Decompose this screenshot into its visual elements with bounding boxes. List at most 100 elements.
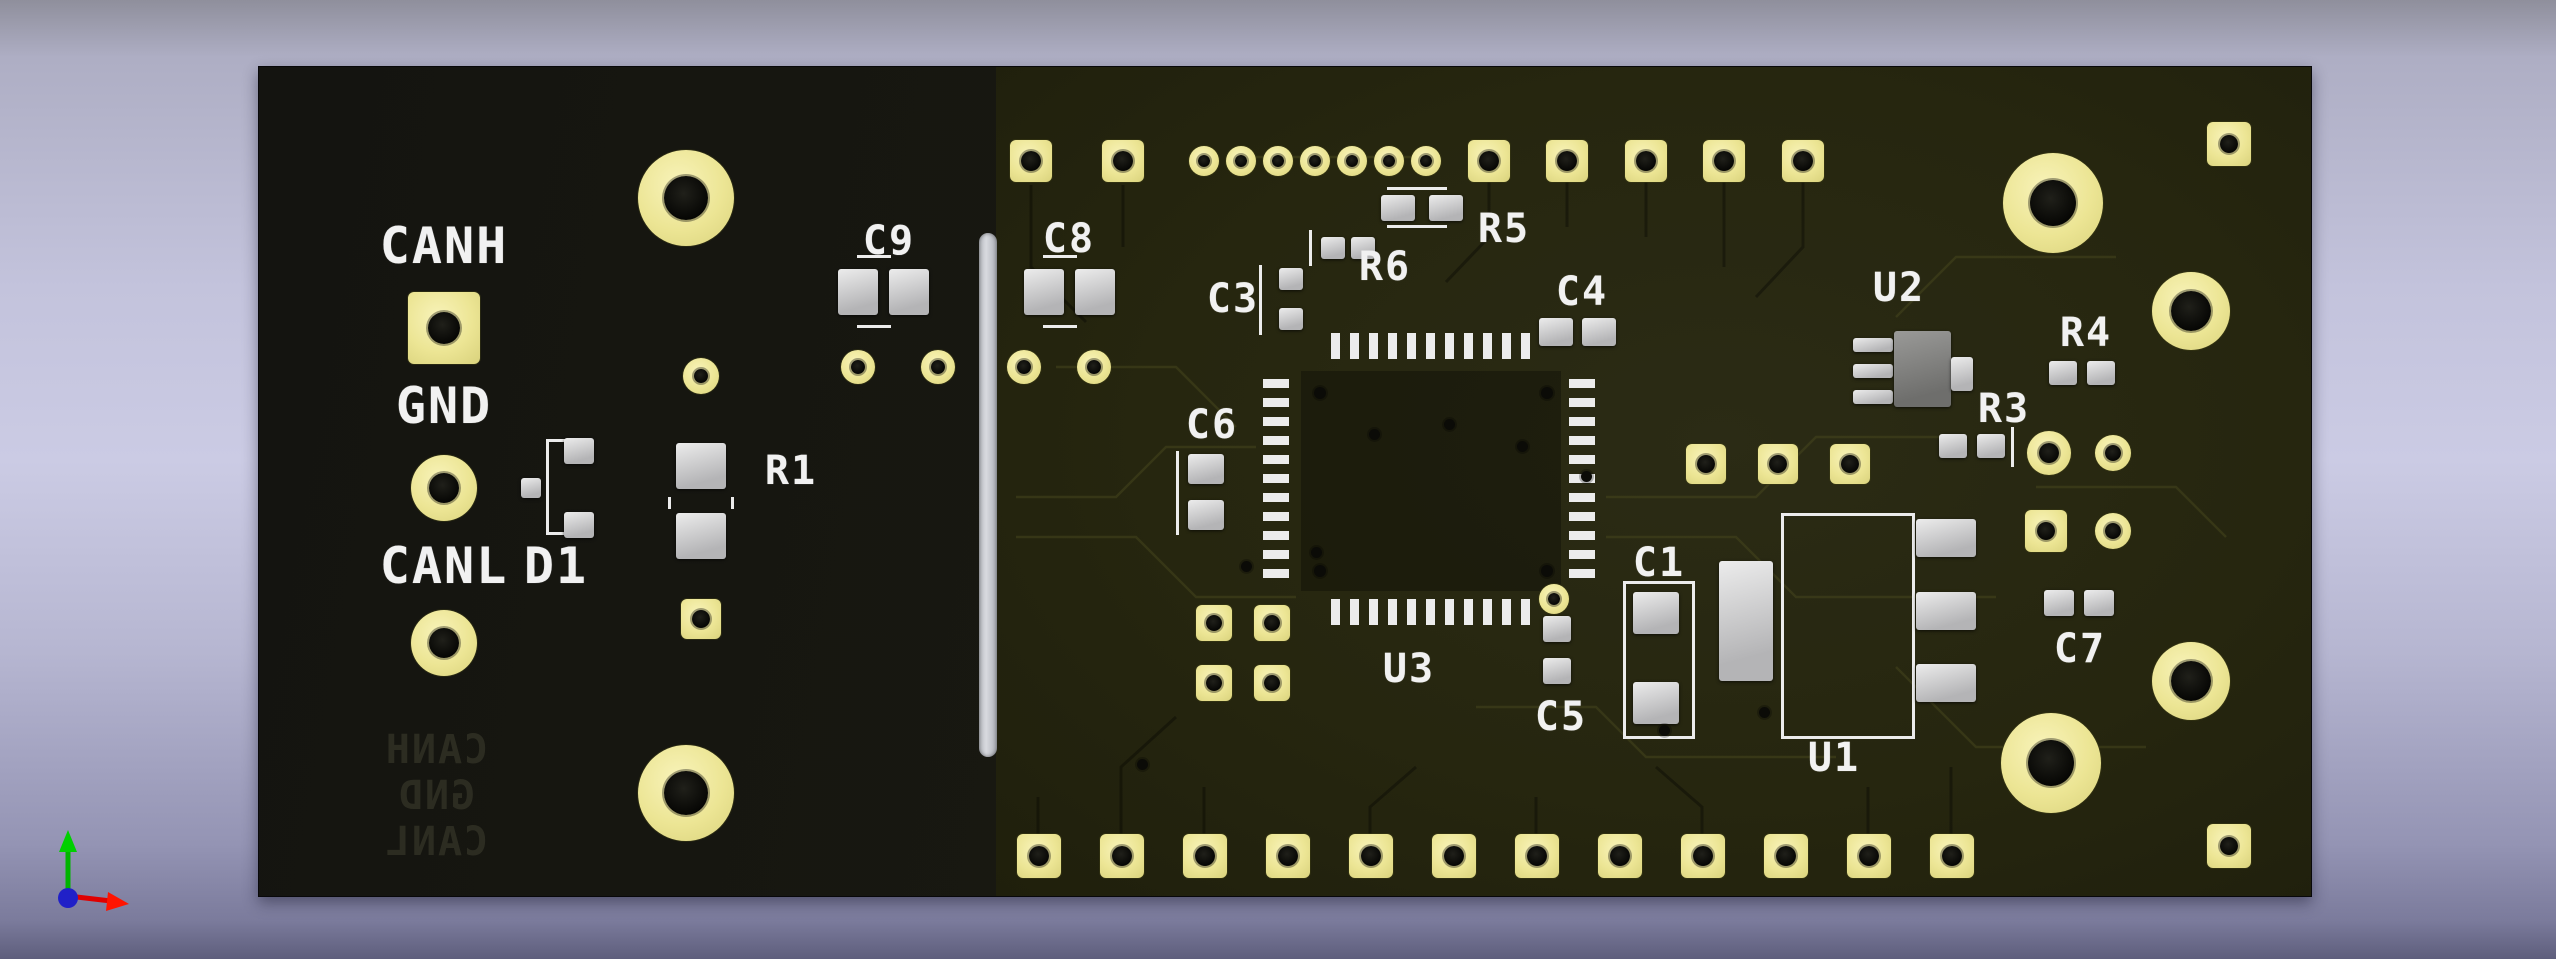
smd-pad — [521, 478, 541, 498]
qfp-pad-row-left — [1263, 379, 1289, 583]
via — [1581, 471, 1592, 482]
smd-pad — [1351, 237, 1375, 259]
through-hole-pad-round — [1374, 146, 1404, 176]
through-hole-pad-square — [1598, 834, 1642, 878]
smd-pad — [1279, 268, 1303, 290]
ic-lead — [1853, 390, 1893, 404]
silkscreen-label-c6: C6 — [1185, 402, 1239, 448]
back-silkscreen-line: CANL — [383, 819, 489, 865]
ic-body — [1894, 331, 1951, 407]
silkscreen-label-gnd: GND — [395, 377, 493, 435]
through-hole-pad-square — [1703, 140, 1745, 182]
through-hole-pad-square — [681, 599, 721, 639]
through-hole-pad-round — [1226, 146, 1256, 176]
silkscreen-label-r4: R4 — [2059, 310, 2113, 356]
ic-lead — [1853, 338, 1893, 352]
smd-pad — [1939, 434, 1967, 458]
silkscreen-label-r5: R5 — [1477, 206, 1531, 252]
via — [1314, 387, 1326, 399]
through-hole-pad-round — [921, 350, 955, 384]
via — [1369, 429, 1380, 440]
mounting-hole-pad — [638, 150, 734, 246]
smd-pad — [1188, 454, 1224, 484]
through-hole-pad-square — [1100, 834, 1144, 878]
silkscreen-label-d1: D1 — [523, 537, 589, 595]
through-hole-pad-round — [1263, 146, 1293, 176]
via — [1541, 387, 1553, 399]
silkscreen-line — [731, 497, 734, 509]
silkscreen-line — [1176, 451, 1179, 535]
through-hole-pad-square — [1254, 665, 1290, 701]
through-hole-pad-square — [1681, 834, 1725, 878]
through-hole-pad-square — [1758, 444, 1798, 484]
through-hole-pad-square — [1546, 140, 1588, 182]
smd-pad — [2084, 590, 2114, 616]
silkscreen-line — [1309, 230, 1312, 266]
qfp-pad-row-right — [1569, 379, 1595, 583]
board-slot-cutout — [979, 233, 997, 757]
smd-pad — [889, 269, 929, 315]
smd-pad — [1075, 269, 1115, 315]
smd-pad — [1582, 318, 1616, 346]
canl-pad — [411, 610, 477, 676]
through-hole-pad-square — [1254, 605, 1290, 641]
silkscreen-label-c7: C7 — [2053, 626, 2107, 672]
via — [1517, 441, 1528, 452]
back-silkscreen-line: GND — [396, 773, 476, 819]
smd-pad — [1279, 308, 1303, 330]
qfp-pad-row-top — [1331, 333, 1533, 359]
smd-pad — [1321, 237, 1345, 259]
through-hole-pad-round — [1337, 146, 1367, 176]
through-hole-pad-square — [1196, 605, 1232, 641]
smd-pad — [676, 443, 726, 489]
smd-pad — [564, 438, 594, 464]
mounting-hole-pad — [638, 745, 734, 841]
through-hole-pad-round — [841, 350, 875, 384]
through-hole-pad-square — [1017, 834, 1061, 878]
via — [1241, 561, 1252, 572]
smd-pad — [676, 513, 726, 559]
smd-pad — [1916, 664, 1976, 702]
via — [1759, 707, 1770, 718]
silkscreen-outline — [1623, 581, 1695, 739]
smd-pad — [1539, 318, 1573, 346]
through-hole-pad-square — [1196, 665, 1232, 701]
mounting-hole-pad — [2001, 713, 2101, 813]
smd-pad — [1633, 682, 1679, 724]
silkscreen-line — [546, 439, 568, 442]
silkscreen-line — [1043, 255, 1077, 258]
silkscreen-line — [1387, 225, 1447, 228]
silkscreen-outline — [1781, 513, 1915, 739]
through-hole-pad-round — [2095, 435, 2131, 471]
silkscreen-label-c4: C4 — [1555, 269, 1609, 315]
through-hole-pad-round — [2027, 431, 2071, 475]
back-silkscreen-line: CANH — [383, 727, 489, 773]
through-hole-pad-square — [1930, 834, 1974, 878]
ic-lead — [1853, 364, 1893, 378]
silkscreen-label-u3: U3 — [1382, 646, 1436, 692]
smd-pad — [838, 269, 878, 315]
smd-pad — [1977, 434, 2005, 458]
mounting-hole-pad — [2003, 153, 2103, 253]
silkscreen-label-c1: C1 — [1632, 540, 1686, 586]
via — [1311, 547, 1322, 558]
through-hole-pad-square — [1847, 834, 1891, 878]
silkscreen-line — [857, 325, 891, 328]
through-hole-pad-square — [1625, 140, 1667, 182]
via — [1659, 725, 1670, 736]
z-axis-dot — [58, 888, 78, 908]
smd-pad — [2044, 590, 2074, 616]
silkscreen-line — [1043, 325, 1077, 328]
smd-pad — [1188, 500, 1224, 530]
smd-pad — [1916, 592, 1976, 630]
through-hole-pad-square — [1102, 140, 1144, 182]
smd-pad — [2049, 361, 2077, 385]
silkscreen-label-c3: C3 — [1206, 276, 1260, 322]
smd-pad — [1429, 195, 1463, 221]
silkscreen-line — [1387, 187, 1447, 190]
silkscreen-line — [668, 497, 671, 509]
via — [1444, 419, 1455, 430]
silkscreen-label-r1: R1 — [764, 448, 818, 494]
through-hole-pad-square — [2207, 824, 2251, 868]
